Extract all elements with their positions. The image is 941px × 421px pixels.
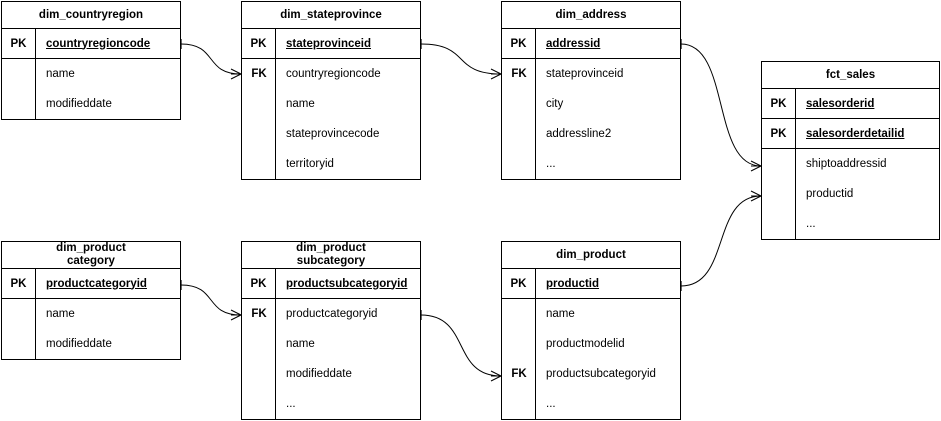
attribute-name[interactable]: productsubcategoryid [546, 368, 656, 380]
attribute-name[interactable]: name [546, 308, 575, 320]
relationship-subcategory-to-product [420, 310, 502, 382]
entity-title: dim_product category [2, 242, 180, 269]
key-attribute-row[interactable]: PK productid [502, 269, 680, 299]
entity-title: dim_product [502, 242, 680, 269]
entity-title: dim_stateprovince [242, 2, 420, 29]
key-attribute-row[interactable]: PK productcategoryid [2, 269, 180, 299]
attribute-block: FK name productmodelid productsubcategoryid… [502, 299, 680, 419]
entity-title: fct_sales [762, 62, 939, 89]
key-column: FK [242, 299, 276, 419]
attribute-name[interactable]: stateprovinceid [546, 68, 624, 80]
key-attribute-row[interactable]: PK stateprovinceid [242, 29, 420, 59]
attribute-name: addressid [546, 37, 601, 50]
attribute-name[interactable]: modifieddate [286, 368, 352, 380]
key-badge: PK [2, 29, 36, 58]
key-badge: PK [242, 29, 276, 58]
key-column: FK [502, 299, 536, 419]
attribute-name[interactable]: ... [546, 158, 556, 170]
attribute-name[interactable]: name [46, 308, 75, 320]
attribute-block: FK stateprovinceid city addressline2... [502, 59, 680, 179]
relationship-address-to-fctsales [680, 39, 762, 172]
relationship-productcategory-to-subcategory [180, 280, 242, 321]
attribute-name[interactable]: name [46, 68, 75, 80]
entity-title: dim_countryregion [2, 2, 180, 29]
key-badge: PK [502, 29, 536, 58]
attribute-block: name modifieddate [2, 59, 180, 119]
attribute-name: productsubcategoryid [286, 277, 408, 290]
attribute-name[interactable]: territoryid [286, 158, 334, 170]
attribute-name[interactable]: addressline2 [546, 128, 612, 140]
attribute-block: FK productcategoryid name modifieddate... [242, 299, 420, 419]
attribute-name: productid [546, 277, 600, 290]
key-badge: PK [762, 119, 796, 148]
attribute-block: FK countryregioncode name stateprovincecode… [242, 59, 420, 179]
attribute-column: countryregioncode name stateprovincecode te… [276, 59, 420, 179]
attribute-block: shiptoaddressid productid... [762, 149, 939, 239]
key-column: FK [502, 59, 536, 179]
key-column [2, 59, 36, 119]
attribute-name[interactable]: name [286, 338, 315, 350]
key-column [762, 149, 796, 239]
key-badge: FK [251, 308, 267, 320]
key-attribute-row[interactable]: PK countryregioncode [2, 29, 180, 59]
key-badge: PK [242, 269, 276, 298]
key-badge: PK [2, 269, 36, 298]
attribute-column: productcategoryid name modifieddate... [276, 299, 420, 419]
attribute-name[interactable]: ... [806, 218, 816, 230]
key-attribute-row[interactable]: PK salesorderdetailid [762, 119, 939, 149]
key-badge: PK [762, 89, 796, 118]
relationship-stateprovince-to-address [420, 39, 502, 80]
attribute-column: name productmodelid productsubcategoryid..… [536, 299, 680, 419]
attribute-name: stateprovinceid [286, 37, 371, 50]
key-attribute-row[interactable]: PK salesorderid [762, 89, 939, 119]
key-column [2, 299, 36, 359]
attribute-name[interactable]: ... [286, 398, 296, 410]
attribute-name: salesorderdetailid [806, 127, 905, 140]
key-attribute-row[interactable]: PK productsubcategoryid [242, 269, 420, 299]
key-badge: FK [511, 68, 527, 80]
attribute-name[interactable]: ... [546, 398, 556, 410]
key-badge: FK [511, 368, 527, 380]
attribute-name[interactable]: productmodelid [546, 338, 625, 350]
attribute-name: countryregioncode [46, 37, 151, 50]
attribute-name[interactable]: modifieddate [46, 98, 112, 110]
attribute-name[interactable]: productid [806, 188, 854, 200]
attribute-column: stateprovinceid city addressline2... [536, 59, 680, 179]
attribute-name: salesorderid [806, 97, 875, 110]
key-badge: FK [251, 68, 267, 80]
key-column: FK [242, 59, 276, 179]
attribute-name[interactable]: name [286, 98, 315, 110]
entity-title: dim_address [502, 2, 680, 29]
attribute-name[interactable]: stateprovincecode [286, 128, 380, 140]
attribute-name[interactable]: countryregioncode [286, 68, 381, 80]
attribute-name[interactable]: city [546, 98, 564, 110]
attribute-name[interactable]: modifieddate [46, 338, 112, 350]
attribute-column: shiptoaddressid productid... [796, 149, 939, 239]
relationship-countryregion-to-stateprovince [180, 39, 242, 80]
key-badge: PK [502, 269, 536, 298]
attribute-name[interactable]: shiptoaddressid [806, 158, 887, 170]
relationship-product-to-fctsales [680, 190, 762, 291]
attribute-column: name modifieddate [36, 59, 180, 119]
entity-title: dim_product subcategory [242, 242, 420, 269]
key-attribute-row[interactable]: PK addressid [502, 29, 680, 59]
attribute-name: productcategoryid [46, 277, 147, 290]
attribute-block: name modifieddate [2, 299, 180, 359]
attribute-name[interactable]: productcategoryid [286, 308, 378, 320]
attribute-column: name modifieddate [36, 299, 180, 359]
